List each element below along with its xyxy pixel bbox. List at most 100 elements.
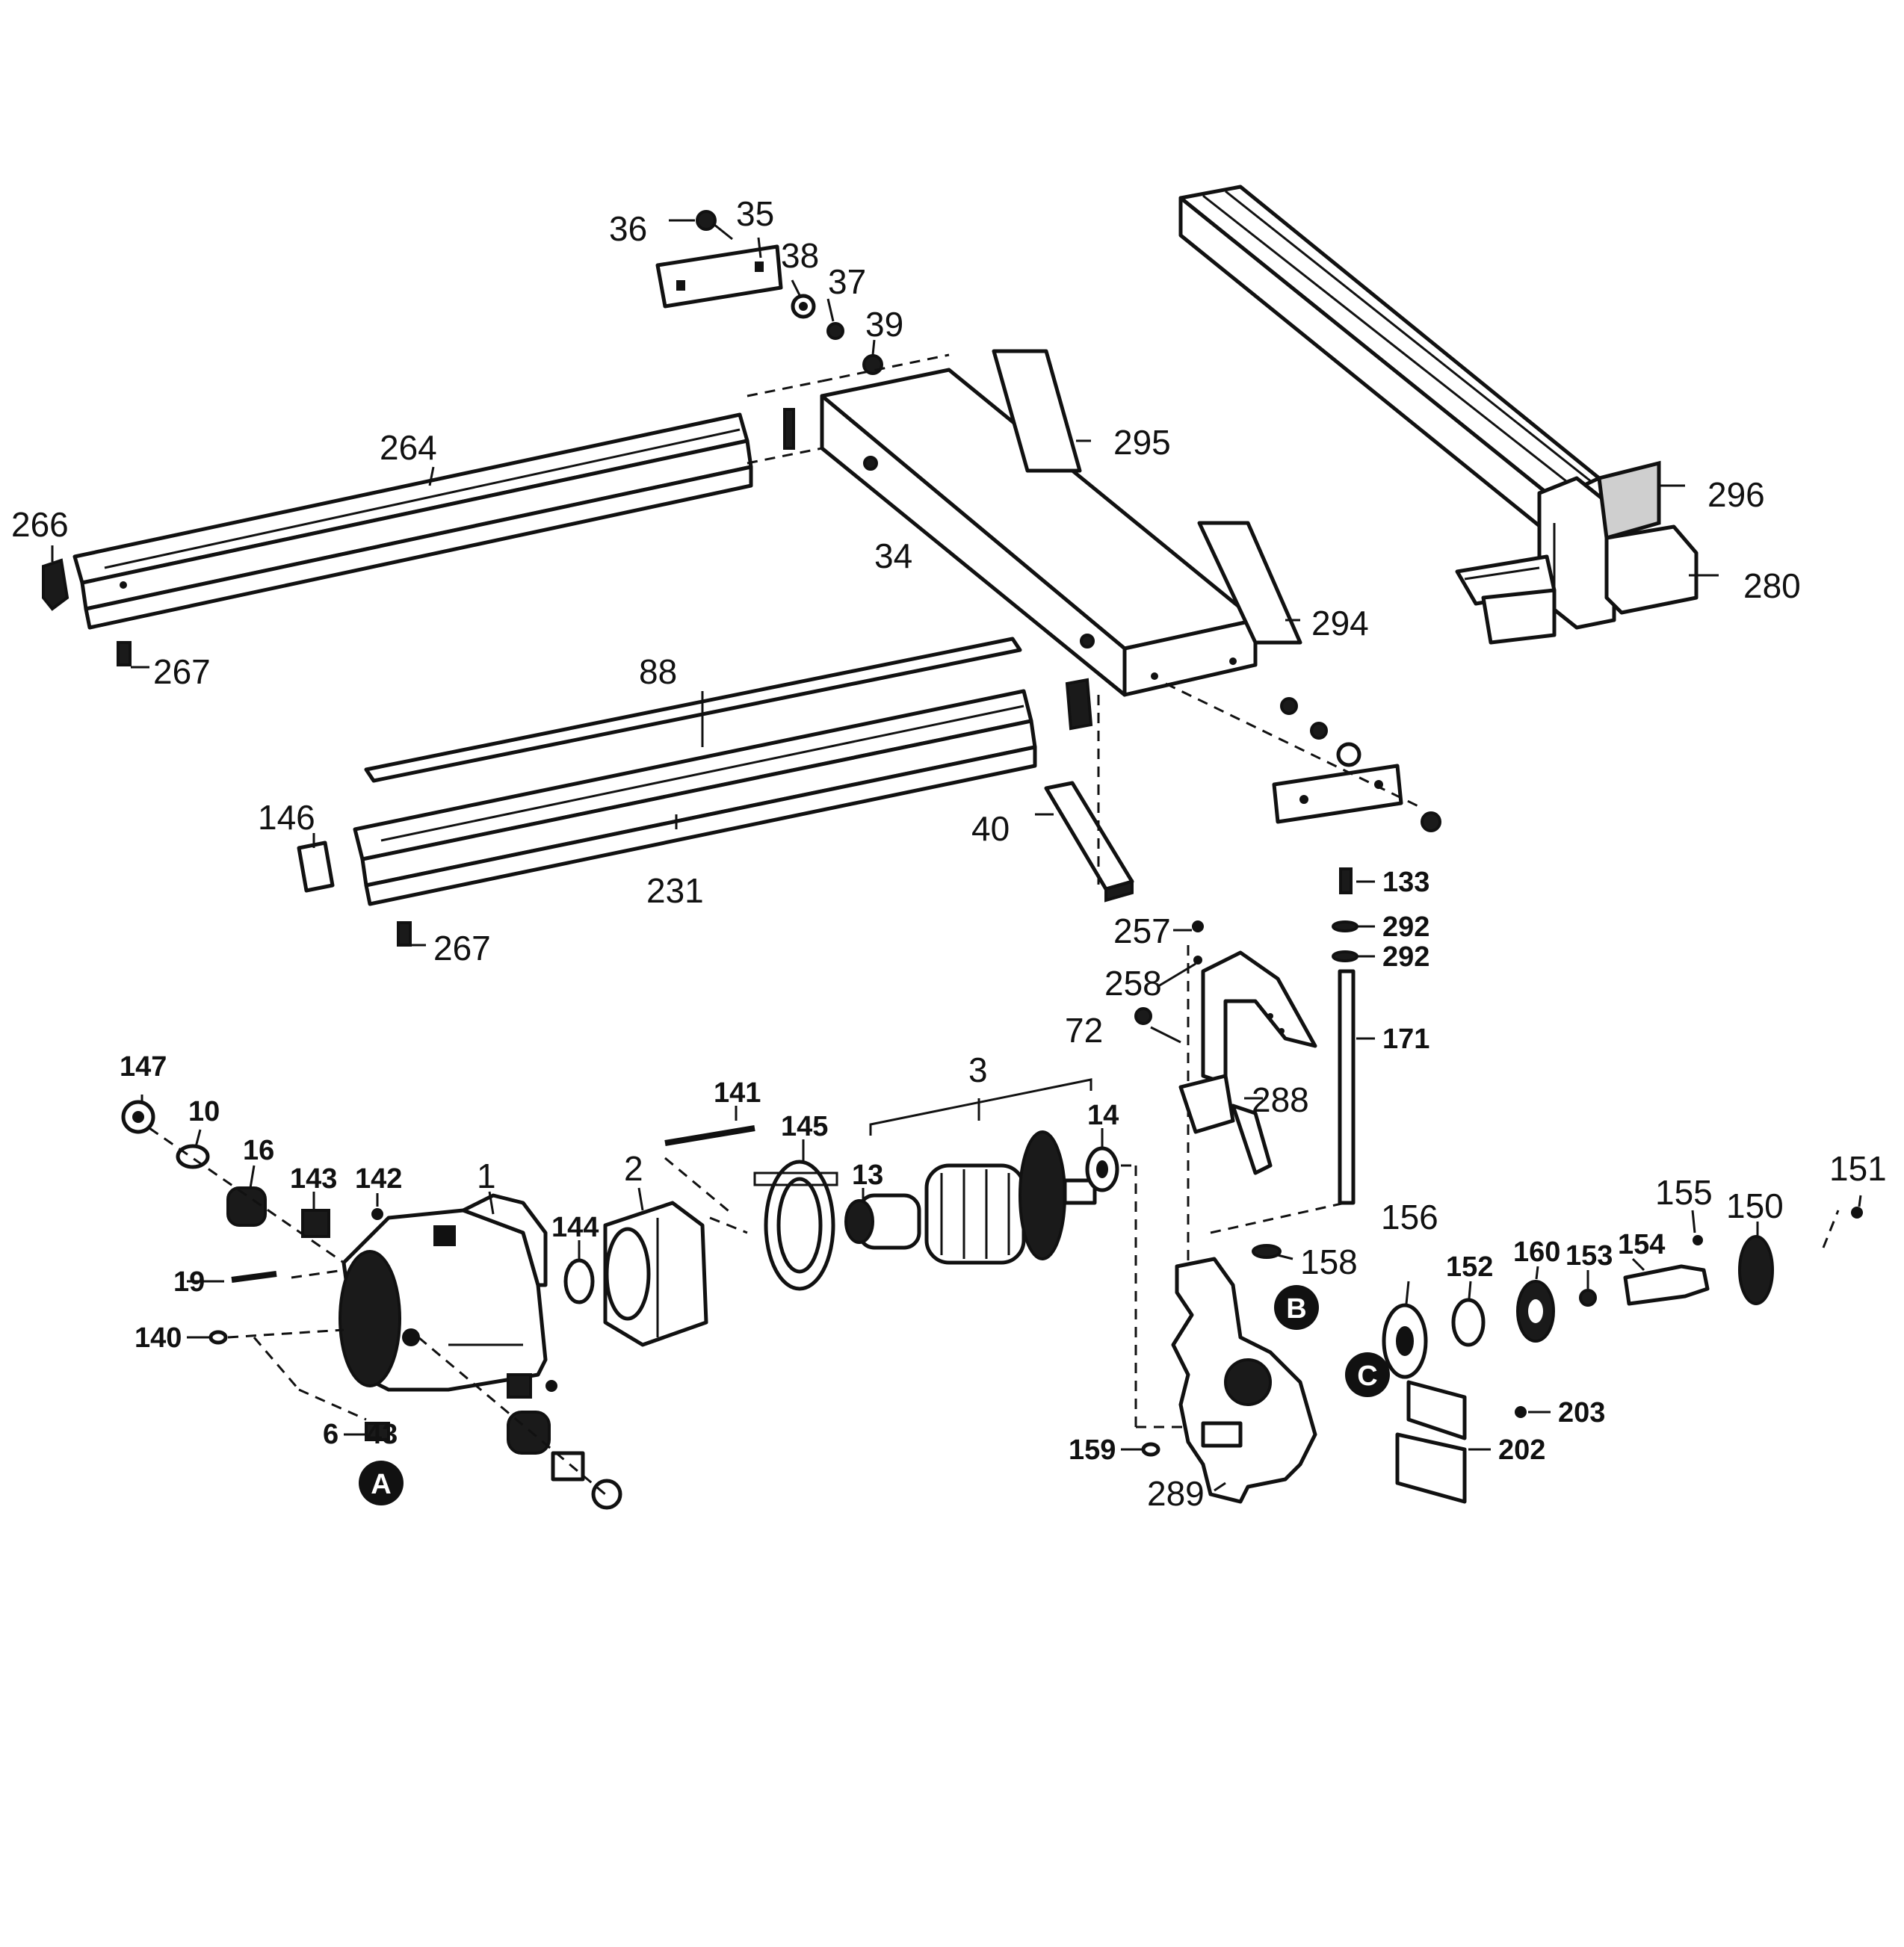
label-143: 143 <box>290 1163 337 1195</box>
label-146: 146 <box>258 798 315 837</box>
label-88: 88 <box>639 652 677 691</box>
shaft-171 <box>1338 969 1356 1205</box>
label-38: 38 <box>781 236 819 275</box>
screw-19 <box>231 1271 277 1283</box>
label-37: 37 <box>828 262 866 301</box>
screw-142 <box>371 1208 383 1220</box>
leader-lines <box>51 219 1862 1492</box>
label-159: 159 <box>1069 1434 1116 1466</box>
screw-133 <box>1339 867 1353 894</box>
washer-158 <box>1252 1244 1282 1259</box>
motor-housing-1 <box>339 1193 548 1392</box>
brush-caps-lower <box>507 1373 622 1510</box>
label-280: 280 <box>1743 566 1801 605</box>
guard-202 <box>1395 1380 1467 1504</box>
label-6: 6 <box>323 1419 339 1450</box>
flange-150 <box>1738 1235 1774 1305</box>
washers-292 <box>1332 920 1359 962</box>
label-2: 2 <box>624 1149 643 1188</box>
nut-37 <box>826 322 844 340</box>
label-36: 36 <box>609 209 647 248</box>
label-289: 289 <box>1147 1474 1205 1513</box>
end-cap-146 <box>297 841 335 893</box>
gear-156 <box>1382 1303 1428 1379</box>
label-plate-294 <box>1197 521 1302 645</box>
bearing-13 <box>844 1199 874 1244</box>
label-151: 151 <box>1829 1149 1887 1188</box>
brush-143 <box>301 1209 330 1238</box>
label-202: 202 <box>1498 1434 1545 1466</box>
label-150: 150 <box>1726 1186 1784 1225</box>
bracket-35 <box>655 244 783 309</box>
assembly-lines-top <box>747 353 1421 889</box>
screw-267-bottom <box>397 921 412 947</box>
label-133: 133 <box>1382 867 1429 898</box>
washer-152 <box>1451 1298 1486 1347</box>
label-144: 144 <box>551 1212 599 1243</box>
label-158: 158 <box>1300 1242 1358 1281</box>
label-294: 294 <box>1311 604 1369 643</box>
label-231: 231 <box>646 871 704 910</box>
bracket-40 <box>1044 781 1134 903</box>
label-266: 266 <box>11 505 69 544</box>
bearing-144 <box>563 1258 595 1304</box>
label-plate-295 <box>992 349 1082 473</box>
label-292-bottom: 292 <box>1382 941 1429 973</box>
label-152: 152 <box>1446 1251 1493 1283</box>
label-147: 147 <box>120 1051 167 1083</box>
label-13: 13 <box>852 1160 883 1191</box>
rip-fence <box>1178 185 1699 645</box>
bevel-bracket-288 <box>1178 950 1317 1175</box>
armature-3 <box>857 1130 1097 1265</box>
bearing-160 <box>1516 1280 1555 1343</box>
label-153: 153 <box>1565 1240 1613 1272</box>
label-257: 257 <box>1113 911 1171 950</box>
label-258: 258 <box>1104 964 1162 1003</box>
label-39: 39 <box>865 305 903 344</box>
label-288: 288 <box>1252 1080 1309 1119</box>
nut-153 <box>1579 1289 1597 1307</box>
label-145: 145 <box>781 1111 828 1142</box>
label-171: 171 <box>1382 1024 1429 1055</box>
label-19: 19 <box>173 1266 205 1298</box>
label-142: 142 <box>355 1163 402 1195</box>
rear-rail-231 <box>353 689 1037 906</box>
pin-159 <box>1141 1442 1160 1457</box>
knob-72 <box>1134 1007 1152 1025</box>
washer-147 <box>121 1100 155 1134</box>
label-43: 43 <box>366 1419 398 1450</box>
label-3: 3 <box>968 1050 988 1089</box>
end-cap-266 <box>42 558 69 611</box>
label-156: 156 <box>1381 1198 1438 1236</box>
label-155: 155 <box>1655 1173 1713 1212</box>
label-141: 141 <box>714 1077 761 1109</box>
arbor-154 <box>1623 1264 1710 1306</box>
callout-c: C <box>1345 1352 1390 1397</box>
label-264: 264 <box>380 428 437 467</box>
svg-text:C: C <box>1357 1361 1377 1392</box>
stator-2 <box>603 1201 708 1347</box>
label-140: 140 <box>135 1322 182 1354</box>
scale-strip-88 <box>364 637 1022 783</box>
label-16: 16 <box>243 1135 274 1166</box>
part-labels: 36 35 38 37 39 264 266 267 295 296 280 2… <box>11 194 1887 1513</box>
label-72: 72 <box>1065 1011 1103 1050</box>
bearing-14 <box>1085 1146 1119 1192</box>
front-rail-264 <box>72 408 795 630</box>
parts-6-43 <box>365 1422 390 1441</box>
brush-holder-16 <box>226 1186 267 1227</box>
callout-b: B <box>1274 1285 1319 1330</box>
label-35: 35 <box>736 194 774 233</box>
svg-text:A: A <box>371 1469 391 1500</box>
label-154: 154 <box>1618 1229 1665 1260</box>
screw-267-top <box>117 641 132 666</box>
screw-36 <box>696 210 733 241</box>
screw-155 <box>1693 1235 1703 1245</box>
washer-38 <box>791 294 816 319</box>
gear-housing-289 <box>1171 1257 1317 1504</box>
label-1: 1 <box>477 1157 496 1195</box>
label-267-top: 267 <box>153 652 211 691</box>
label-10: 10 <box>188 1096 220 1127</box>
assembly-lines-motor <box>149 945 1840 1496</box>
